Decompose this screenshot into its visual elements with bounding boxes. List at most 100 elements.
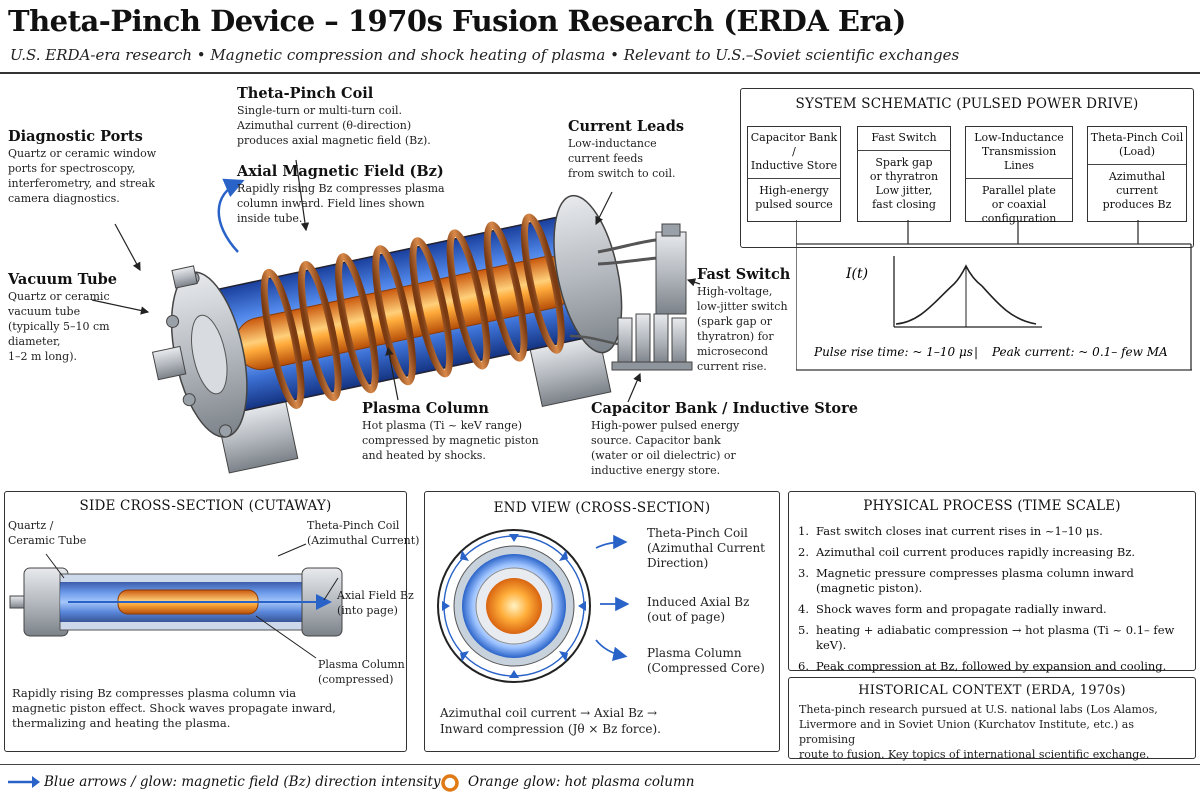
coil-label: Theta-Pinch Coil Single-turn or multi-tu…	[237, 85, 431, 148]
step-text: Magnetic pressure compresses plasma colu…	[816, 566, 1134, 595]
leader-vacuum-tube	[91, 299, 150, 315]
flange-window-left	[191, 314, 228, 395]
step-text: Peak compression at Bz, followed by expa…	[816, 659, 1167, 673]
graph-y-label: I(t)	[845, 266, 868, 282]
step-number: 4.	[798, 602, 809, 616]
end-caption-line2: Inward compression (Jθ × Bz force).	[440, 722, 661, 736]
pulse-rise-text: Pulse rise time: ~ 1–10 μs	[813, 345, 973, 359]
diagnostic-ports-label: Diagnostic Ports Quartz or ceramic windo…	[8, 128, 156, 206]
capacitor-bank-label: Capacitor Bank / Inductive Store High-po…	[591, 400, 858, 478]
device-illustration	[91, 159, 701, 474]
current-leads-label: Current Leads Low-inductance current fee…	[568, 118, 684, 181]
schematic-box-capacitor: Capacitor Bank / Inductive Store High-en…	[747, 126, 841, 222]
capacitor-feed	[569, 334, 619, 346]
fast-switch	[655, 231, 687, 315]
schematic-separator: |	[974, 345, 978, 359]
side-caption: Rapidly rising Bz compresses plasma colu…	[12, 686, 336, 730]
coil-desc: Single-turn or multi-turn coil. Azimutha…	[237, 104, 431, 147]
process-step: 2.Azimuthal coil current produces rapidl…	[798, 545, 1187, 560]
step-text: Fast switch closes inat current rises in…	[816, 524, 1103, 538]
end-field-label: Induced Axial Bz (out of page)	[647, 595, 750, 624]
leader-coil	[295, 159, 310, 232]
current-leads-desc: Low-inductance current feeds from switch…	[568, 137, 676, 180]
diagnostic-port-top	[171, 265, 198, 289]
leader-side-coil	[277, 543, 307, 557]
end-coil-label: Theta-Pinch Coil (Azimuthal Current Dire…	[647, 526, 766, 570]
legend-divider	[0, 764, 1200, 765]
process-title: PHYSICAL PROCESS (TIME SCALE)	[863, 498, 1121, 514]
vacuum-tube-desc: Quartz or ceramic vacuum tube (typically…	[8, 290, 110, 363]
schematic-box-switch: Fast Switch Spark gap or thyratron Low j…	[857, 126, 951, 222]
side-field-label: Axial Field Bz (into page)	[337, 589, 414, 617]
coil-title: Theta-Pinch Coil	[237, 85, 374, 102]
step-number: 5.	[798, 623, 809, 637]
capacitor-bank-desc: High-power pulsed energy source. Capacit…	[591, 419, 740, 477]
side-section-title: SIDE CROSS-SECTION (CUTAWAY)	[79, 498, 332, 514]
page-subtitle: U.S. ERDA-era research • Magnetic compre…	[10, 46, 960, 64]
process-steps: 1. Fast switch closes inat current rises …	[798, 524, 1187, 674]
axial-field-label: Axial Magnetic Field (Bz) Rapidly rising…	[237, 163, 445, 226]
step-number: 2.	[798, 545, 809, 559]
current-leads-title: Current Leads	[568, 118, 684, 135]
fast-switch-title: Fast Switch	[697, 266, 791, 283]
capacitor-bank-title: Capacitor Bank / Inductive Store	[591, 400, 858, 417]
end-plasma-label: Plasma Column (Compressed Core)	[647, 646, 765, 675]
legend-orange-label: Orange glow: hot plasma column	[468, 774, 695, 790]
vacuum-tube-label: Vacuum Tube Quartz or ceramic vacuum tub…	[8, 271, 117, 364]
theta-pinch-coil	[260, 213, 565, 410]
process-step: 3.Magnetic pressure compresses plasma co…	[798, 566, 1187, 596]
end-caption-line1: Azimuthal coil current → Axial Bz →	[440, 706, 658, 720]
process-step: 5.heating + adiabatic compression → hot …	[798, 623, 1187, 653]
plasma-column-label: Plasma Column Hot plasma (Ti ~ keV range…	[362, 400, 539, 463]
leader-current-leads	[595, 191, 613, 226]
peak-current-text: Peak current: ~ 0.1– few MA	[991, 345, 1168, 359]
schematic-box-body: High-energy pulsed source	[755, 184, 833, 211]
leader-side-field	[323, 577, 339, 601]
schematic-box-head: Theta-Pinch Coil (Load)	[1088, 127, 1186, 165]
end-plasma-arrow-icon	[595, 639, 628, 661]
end-outer-ring	[437, 529, 591, 683]
end-view-title: END VIEW (CROSS-SECTION)	[493, 500, 711, 516]
page-title: Theta-Pinch Device – 1970s Fusion Resear…	[8, 4, 906, 38]
schematic-box-transmission: Low-Inductance Transmission Lines Parall…	[965, 126, 1073, 225]
step-number: 1.	[798, 524, 809, 538]
fast-switch-label: Fast Switch High-voltage, low-jitter swi…	[697, 266, 790, 374]
leader-fast-switch	[686, 278, 701, 287]
history-text: Theta-pinch research pursued at U.S. nat…	[799, 703, 1158, 761]
side-section-drawing	[9, 543, 343, 659]
process-step: 4. Shock waves form and propagate radiall…	[798, 602, 1187, 617]
side-coil-label: Theta-Pinch Coil (Azimuthal Current)	[307, 519, 420, 547]
schematic-title: SYSTEM SCHEMATIC (PULSED POWER DRIVE)	[795, 96, 1139, 112]
end-flange-right	[553, 194, 623, 354]
field-arrow-icon	[217, 178, 245, 253]
legend-blue-label: Blue arrows / glow: magnetic field (Bz) …	[44, 774, 441, 790]
schematic-box-head: Fast Switch	[858, 127, 950, 151]
leader-diagnostic-ports	[114, 223, 141, 272]
vacuum-tube-title: Vacuum Tube	[8, 271, 117, 288]
diagnostic-ports-desc: Quartz or ceramic window ports for spect…	[8, 147, 157, 205]
process-step: 1. Fast switch closes inat current rises …	[798, 524, 1187, 539]
schematic-box-head: Capacitor Bank / Inductive Store	[748, 127, 840, 179]
plasma-column-desc: Hot plasma (Ti ~ keV range) compressed b…	[362, 419, 539, 462]
end-inward-arrows-icon	[442, 534, 586, 678]
process-step: 6. Peak compression at Bz, followed by ex…	[798, 659, 1187, 674]
schematic-box-body: Parallel plate or coaxial configuration	[981, 184, 1057, 225]
axial-field-title: Axial Magnetic Field (Bz)	[237, 163, 444, 180]
step-number: 6.	[798, 659, 809, 673]
fast-switch-cap	[661, 223, 681, 237]
capacitor-bank	[611, 313, 693, 371]
pulse-graph	[893, 256, 1042, 328]
leader-plasma-column	[385, 346, 399, 401]
diagnostic-ports-title: Diagnostic Ports	[8, 128, 143, 145]
step-text: Shock waves form and propagate radially …	[816, 602, 1107, 616]
leader-capacitor-bank	[627, 372, 642, 403]
leader-side-plasma	[255, 615, 317, 659]
side-tube-label: Quartz / Ceramic Tube	[8, 519, 87, 547]
side-plasma-label: Plasma Column (compressed)	[318, 658, 405, 686]
diagnostic-port	[151, 345, 187, 381]
end-coil-arrow-icon	[595, 534, 628, 550]
leader-side-tube	[45, 553, 65, 579]
axial-field-desc: Rapidly rising Bz compresses plasma colu…	[237, 182, 445, 225]
title-divider	[0, 72, 1200, 74]
schematic-box-head: Low-Inductance Transmission Lines	[966, 127, 1072, 179]
